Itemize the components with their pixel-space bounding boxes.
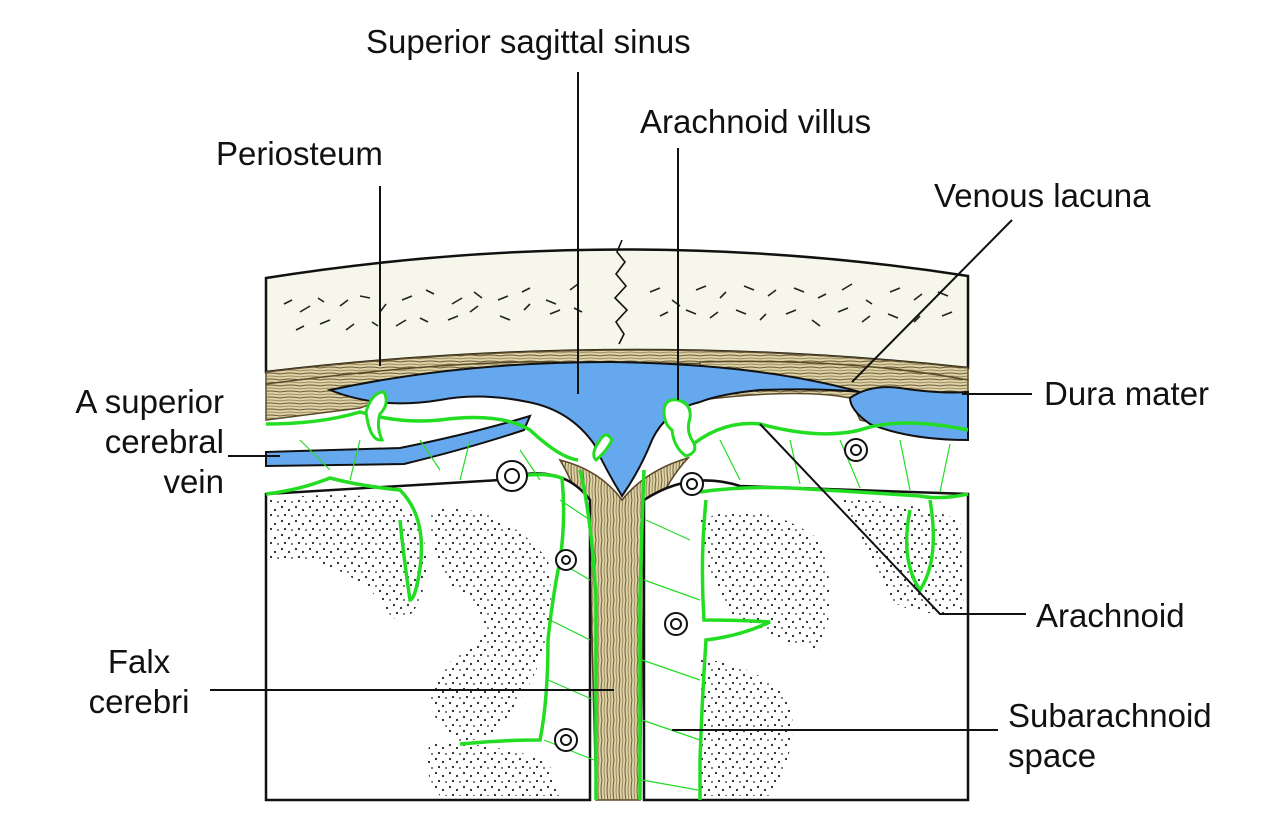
label-subarachnoid-space-line1: Subarachnoid xyxy=(1008,697,1212,734)
label-venous-lacuna: Venous lacuna xyxy=(934,177,1151,214)
bone-texture xyxy=(283,283,953,331)
label-superior-cerebral-vein: A superior cerebral vein xyxy=(40,382,224,502)
label-arachnoid: Arachnoid xyxy=(1036,597,1185,634)
arachnoid-villus-shape xyxy=(662,398,697,458)
label-superior-sagittal-sinus: Superior sagittal sinus xyxy=(366,23,691,60)
label-arachnoid-villus: Arachnoid villus xyxy=(640,103,872,140)
label-dura-mater: Dura mater xyxy=(1044,375,1210,412)
brain-tissue xyxy=(264,472,970,802)
blood-vessels xyxy=(496,438,868,752)
venous-lacuna-shape xyxy=(848,386,969,442)
leader-lines xyxy=(210,72,1032,731)
label-subarachnoid-space: Subarachnoid space xyxy=(1008,696,1212,776)
superior-cerebral-vein-shape xyxy=(265,414,532,468)
label-falx-cerebri-line1: Falx xyxy=(107,643,171,680)
label-superior-cerebral-vein-line2: cerebral xyxy=(104,423,224,460)
label-falx-cerebri: Falx cerebri xyxy=(76,642,202,722)
label-superior-cerebral-vein-line3: vein xyxy=(163,463,224,500)
label-superior-cerebral-vein-line1: A superior xyxy=(75,383,224,420)
label-periosteum: Periosteum xyxy=(216,135,383,172)
label-falx-cerebri-line2: cerebri xyxy=(88,683,190,720)
arachnoid-membrane xyxy=(265,410,969,800)
sagittal-suture xyxy=(613,239,629,345)
leader-venous-lacuna xyxy=(851,219,1013,383)
label-subarachnoid-space-line2: space xyxy=(1008,737,1097,774)
leader-arachnoid xyxy=(759,423,1026,615)
